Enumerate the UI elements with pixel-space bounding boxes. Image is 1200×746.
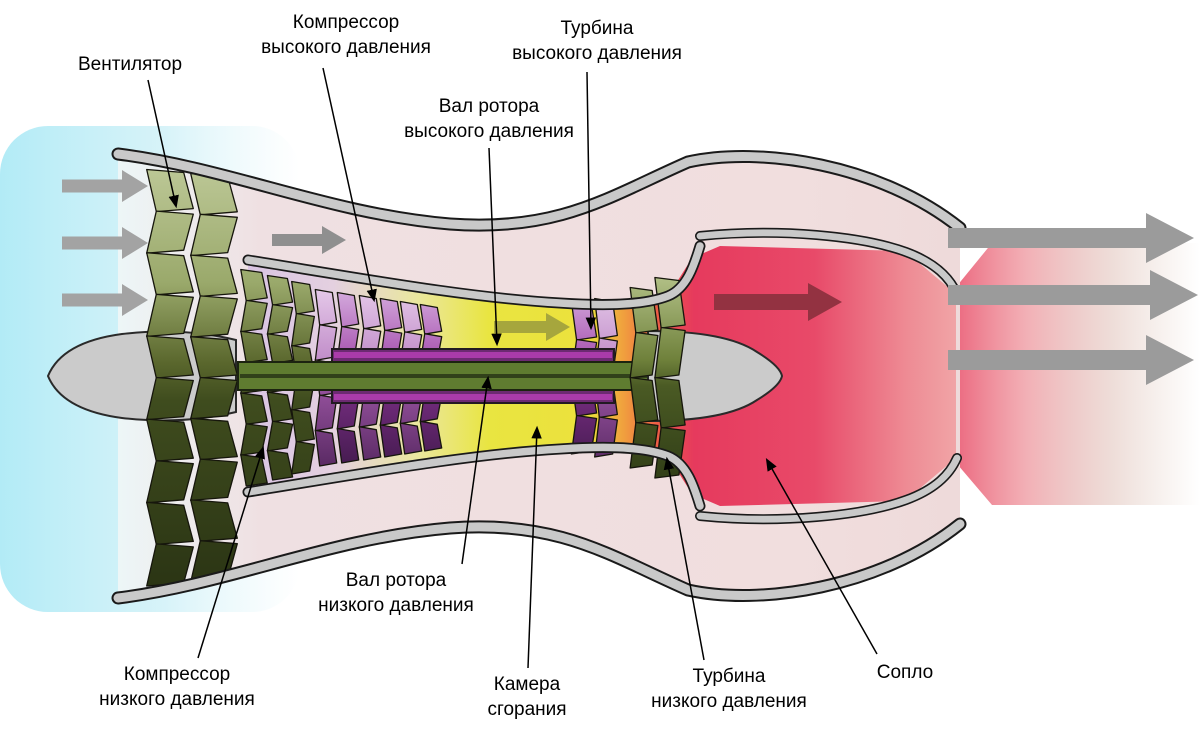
blade bbox=[190, 417, 238, 461]
blade bbox=[419, 420, 443, 452]
blade bbox=[419, 303, 443, 335]
blade bbox=[314, 288, 338, 326]
exhaust-arrow bbox=[948, 213, 1194, 263]
hp-shaft-highlight bbox=[334, 352, 612, 358]
flow-arrows bbox=[62, 170, 1198, 385]
label-nozzle: Сопло bbox=[876, 662, 934, 683]
blade bbox=[190, 254, 238, 298]
blade bbox=[146, 252, 194, 296]
leader-hp-shaft bbox=[488, 147, 502, 347]
label-lp-turbine: Турбина низкого давления bbox=[651, 666, 807, 713]
blade bbox=[146, 418, 194, 462]
blade bbox=[146, 293, 194, 338]
label-fan: Вентилятор bbox=[78, 54, 183, 75]
blade bbox=[240, 268, 268, 302]
blade bbox=[146, 335, 194, 379]
hp-shaft-highlight bbox=[334, 394, 612, 400]
blade bbox=[146, 501, 194, 546]
blade bbox=[629, 376, 659, 424]
blade bbox=[146, 376, 194, 421]
blade bbox=[240, 453, 268, 487]
blade bbox=[190, 499, 238, 542]
blade bbox=[336, 427, 360, 464]
leader-fan bbox=[147, 79, 179, 209]
blade bbox=[654, 376, 686, 429]
blade bbox=[266, 333, 294, 365]
leader-hp-compressor bbox=[322, 67, 377, 303]
core-casing bbox=[242, 240, 706, 512]
leader-nozzle bbox=[765, 458, 878, 655]
blade bbox=[266, 274, 294, 306]
label-lp-compressor: Компрессор низкого давления bbox=[99, 664, 255, 711]
exhaust-plume bbox=[952, 243, 1200, 505]
blade bbox=[291, 312, 315, 347]
label-hp-shaft: Вал ротора высокого давления bbox=[404, 96, 574, 143]
blade bbox=[266, 449, 294, 481]
intake-arrow bbox=[62, 170, 148, 202]
blade bbox=[629, 331, 659, 379]
blade bbox=[291, 440, 315, 475]
leader-combustion bbox=[527, 425, 542, 669]
blade bbox=[379, 424, 403, 458]
blade bbox=[146, 210, 194, 254]
blade bbox=[190, 458, 238, 502]
label-hp-turbine: Турбина высокого давления bbox=[512, 18, 682, 65]
exhaust-arrow bbox=[948, 270, 1198, 320]
blade bbox=[190, 376, 238, 420]
blade bbox=[266, 303, 294, 335]
blade bbox=[266, 420, 294, 452]
rotor-shafts bbox=[237, 348, 659, 404]
leader-lines bbox=[147, 67, 878, 669]
exhaust-arrow bbox=[948, 335, 1194, 385]
blade bbox=[240, 299, 268, 333]
blade bbox=[291, 408, 315, 443]
core-nozzle-cowl bbox=[695, 227, 962, 525]
leader-lp-compressor bbox=[197, 445, 265, 659]
label-combustion-chamber: Камера сгорания bbox=[487, 674, 567, 721]
blade bbox=[399, 422, 423, 455]
bypass-arrow bbox=[272, 226, 346, 254]
label-hp-compressor: Компрессор высокого давления bbox=[261, 12, 431, 59]
leader-lp-shaft bbox=[461, 375, 492, 565]
blade bbox=[190, 213, 238, 257]
core-exhaust-arrow bbox=[714, 283, 842, 321]
blade bbox=[146, 460, 194, 504]
blade bbox=[358, 426, 382, 461]
intake-arrow bbox=[62, 227, 148, 259]
blade bbox=[336, 291, 360, 328]
blade bbox=[291, 280, 315, 315]
blade bbox=[190, 295, 238, 338]
blade bbox=[654, 326, 686, 379]
intake-arrow bbox=[62, 284, 148, 316]
blade bbox=[399, 300, 423, 334]
leader-lp-turbine bbox=[663, 456, 705, 661]
leader-hp-turbine bbox=[585, 71, 597, 331]
label-lp-shaft: Вал ротора низкого давления bbox=[318, 570, 474, 617]
blade bbox=[240, 392, 268, 425]
blade bbox=[314, 429, 338, 467]
outer-nacelle bbox=[111, 147, 967, 605]
combustion-flow-arrow bbox=[494, 313, 570, 341]
blade bbox=[146, 168, 194, 213]
blade bbox=[379, 297, 403, 332]
lp-shaft-shade bbox=[240, 374, 656, 378]
blade bbox=[240, 330, 268, 364]
